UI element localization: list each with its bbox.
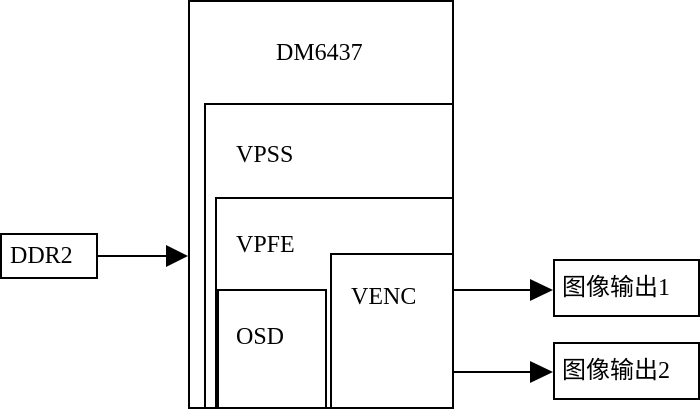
output-2-label: 图像输出2 (562, 358, 670, 384)
venc-label: VENC (351, 284, 417, 310)
ddr2-label: DDR2 (10, 243, 73, 269)
venc-to-output-2-arrowhead (530, 361, 553, 383)
dm6437-label: DM6437 (276, 40, 363, 66)
ddr2-to-dm6437-arrowhead (166, 245, 188, 267)
output-1-block (553, 259, 700, 317)
output-2-block (553, 342, 700, 400)
venc-to-output-1-arrowhead (530, 279, 553, 301)
vpfe-label: VPFE (236, 232, 295, 258)
ddr2-block (0, 233, 98, 279)
vpss-label: VPSS (236, 142, 294, 168)
osd-label: OSD (236, 324, 285, 350)
output-1-label: 图像输出1 (562, 275, 670, 301)
